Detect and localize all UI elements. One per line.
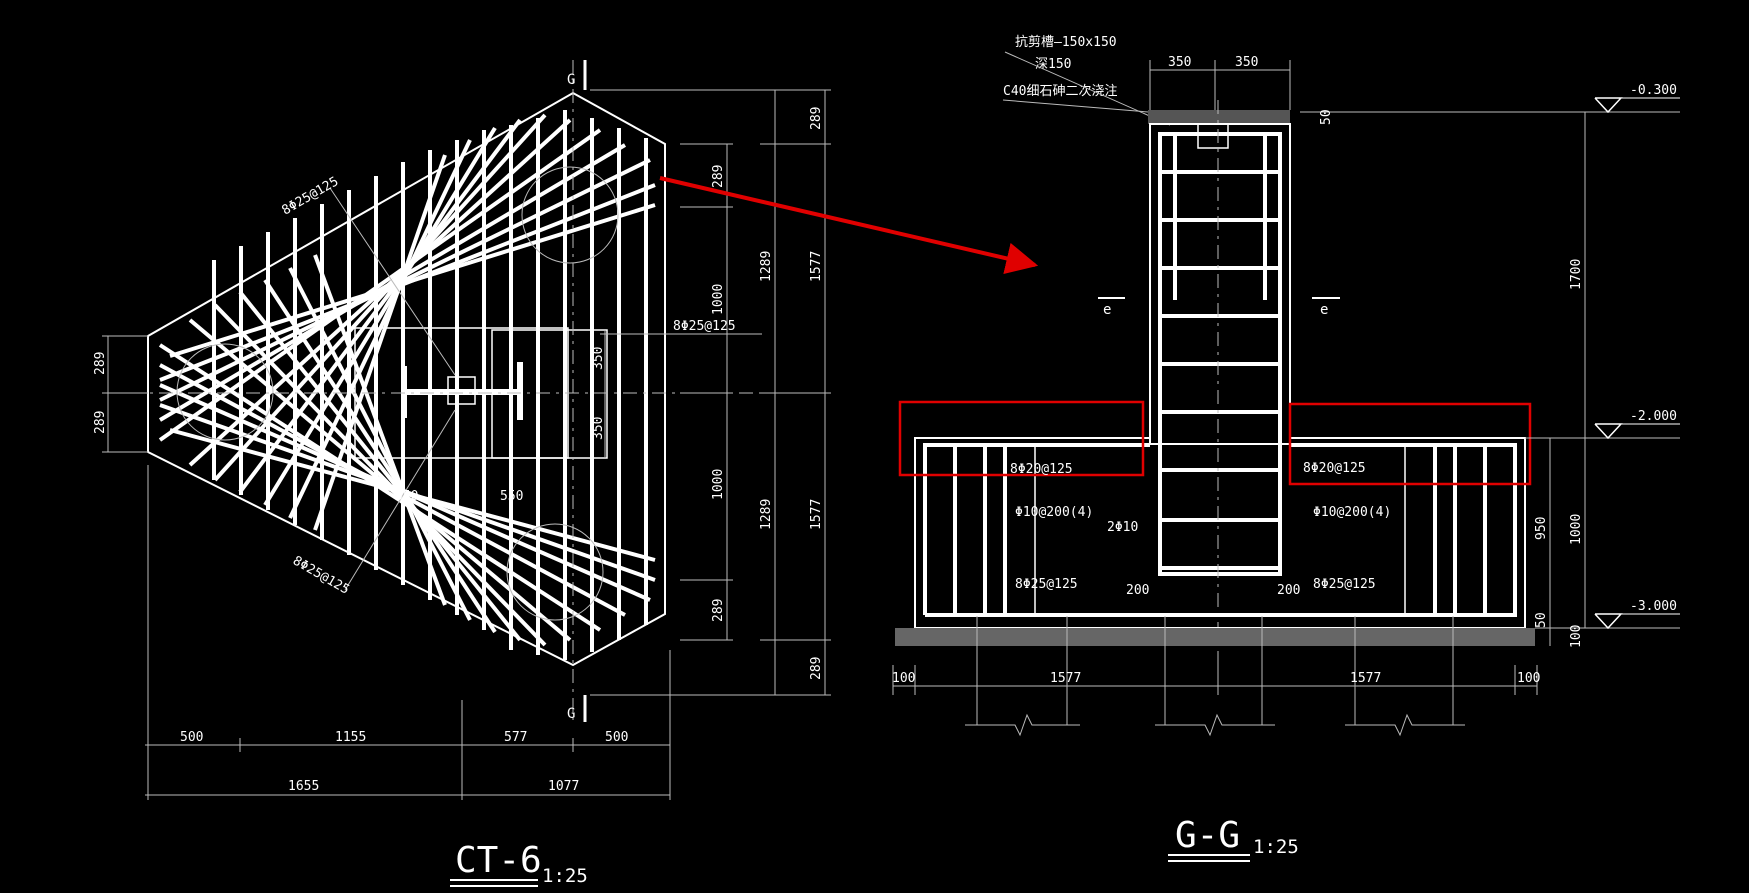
- svg-text:-0.300: -0.300: [1630, 83, 1677, 98]
- section-title: G-G: [1175, 815, 1240, 856]
- svg-text:1655: 1655: [288, 779, 319, 794]
- section-bottom-dims: 100 1577 1577 100: [892, 665, 1540, 695]
- section-scale: 1:25: [1253, 836, 1299, 858]
- plan-title-block: CT-6 1:25: [450, 840, 588, 887]
- piles: [965, 616, 1465, 737]
- dim-col-x-1: 550: [395, 489, 418, 504]
- svg-text:577: 577: [504, 730, 527, 745]
- svg-text:350: 350: [1235, 55, 1258, 70]
- bottom-dims: 500 1155 577 500 1655 1077: [145, 465, 671, 800]
- svg-text:100: 100: [1517, 671, 1540, 686]
- section-notes: 抗剪槽—150x150 深150 C40细石砷二次浇注: [1002, 34, 1171, 126]
- svg-text:289: 289: [809, 657, 824, 680]
- column-stirrups: [1158, 132, 1282, 576]
- right-dims: 289 1000 1000 289 1289 1289 289 1577 157…: [590, 89, 831, 696]
- lean-concrete: [895, 628, 1535, 646]
- svg-text:1577: 1577: [1350, 671, 1381, 686]
- svg-text:1000: 1000: [711, 469, 726, 500]
- svg-text:e: e: [1103, 302, 1111, 318]
- dim-column-1: 350: [591, 347, 606, 370]
- svg-text:1577: 1577: [809, 251, 824, 282]
- svg-text:8Φ25@125: 8Φ25@125: [1313, 577, 1376, 592]
- svg-text:深150: 深150: [1035, 57, 1071, 72]
- section-view: 抗剪槽—150x150 深150 C40细石砷二次浇注 350 350: [892, 34, 1680, 862]
- left-dims: 289 289: [93, 335, 148, 453]
- svg-text:200: 200: [1126, 583, 1149, 598]
- elevation-marks: -0.300 -2.000 -3.000: [1300, 83, 1680, 630]
- rebar-vertical-set: [212, 110, 648, 660]
- svg-text:2Φ10: 2Φ10: [1107, 520, 1138, 535]
- cut-marks: e e: [1098, 297, 1340, 318]
- highlight-box-right: [1288, 402, 1532, 486]
- section-right-dims: 1700 1000 50 950 50 100: [1319, 109, 1586, 648]
- svg-text:1000: 1000: [1569, 514, 1584, 545]
- callout-arrow: [659, 176, 1039, 275]
- rebar-label-right: 8Φ25@125: [673, 319, 736, 334]
- svg-text:289: 289: [711, 165, 726, 188]
- section-mark-bottom: G: [567, 706, 575, 722]
- plan-view: G G 8Φ25@125 8Φ25@125 8Φ25@125 550 550 3…: [93, 60, 831, 887]
- svg-text:100: 100: [1569, 625, 1584, 648]
- footing-rebar: [923, 443, 1517, 617]
- svg-text:500: 500: [605, 730, 628, 745]
- footing-outline: [914, 124, 1151, 628]
- svg-text:200: 200: [1277, 583, 1300, 598]
- svg-text:50: 50: [1534, 612, 1549, 628]
- plan-scale: 1:25: [542, 865, 588, 887]
- section-title-block: G-G 1:25: [1168, 815, 1299, 862]
- svg-text:1000: 1000: [711, 284, 726, 315]
- svg-text:8Φ25@125: 8Φ25@125: [1015, 577, 1078, 592]
- svg-text:100: 100: [892, 671, 915, 686]
- highlight-box-left: [898, 400, 1145, 477]
- svg-text:-2.000: -2.000: [1630, 409, 1677, 424]
- svg-text:50: 50: [1319, 109, 1334, 125]
- rebar-diagonal-set-a: [158, 254, 656, 647]
- svg-text:1700: 1700: [1569, 259, 1584, 290]
- svg-text:1289: 1289: [759, 251, 774, 282]
- svg-text:8Φ20@125: 8Φ20@125: [1303, 461, 1366, 476]
- rebar-diagonal-set-b: [158, 113, 656, 531]
- plan-title: CT-6: [455, 840, 542, 881]
- svg-text:289: 289: [809, 107, 824, 130]
- grout-cap: [1148, 110, 1290, 124]
- dim-col-x-2: 550: [500, 489, 523, 504]
- svg-text:289: 289: [93, 411, 108, 434]
- svg-text:e: e: [1320, 302, 1328, 318]
- svg-text:1577: 1577: [1050, 671, 1081, 686]
- section-labels: 8Φ20@125 8Φ20@125 Φ10@200(4) Φ10@200(4) …: [1010, 461, 1391, 598]
- svg-text:Φ10@200(4): Φ10@200(4): [1015, 505, 1093, 520]
- svg-text:1077: 1077: [548, 779, 579, 794]
- svg-text:C40细石砷二次浇注: C40细石砷二次浇注: [1003, 83, 1117, 99]
- svg-text:-3.000: -3.000: [1630, 599, 1677, 614]
- section-mark-top: G: [567, 72, 575, 88]
- svg-text:950: 950: [1534, 517, 1549, 540]
- svg-text:1289: 1289: [759, 499, 774, 530]
- svg-text:Φ10@200(4): Φ10@200(4): [1313, 505, 1391, 520]
- svg-text:1155: 1155: [335, 730, 366, 745]
- svg-text:289: 289: [93, 352, 108, 375]
- dim-column-2: 350: [591, 417, 606, 440]
- svg-text:500: 500: [180, 730, 203, 745]
- svg-text:1577: 1577: [809, 499, 824, 530]
- svg-text:289: 289: [711, 599, 726, 622]
- rebar-label-upper: 8Φ25@125: [280, 174, 342, 218]
- section-top-dims: 350 350: [1149, 55, 1291, 110]
- section-cut-g: G G: [567, 60, 587, 722]
- svg-text:抗剪槽—150x150: 抗剪槽—150x150: [1015, 34, 1117, 50]
- svg-text:8Φ20@125: 8Φ20@125: [1010, 462, 1073, 477]
- svg-text:350: 350: [1168, 55, 1191, 70]
- rebar-label-lower: 8Φ25@125: [290, 553, 352, 597]
